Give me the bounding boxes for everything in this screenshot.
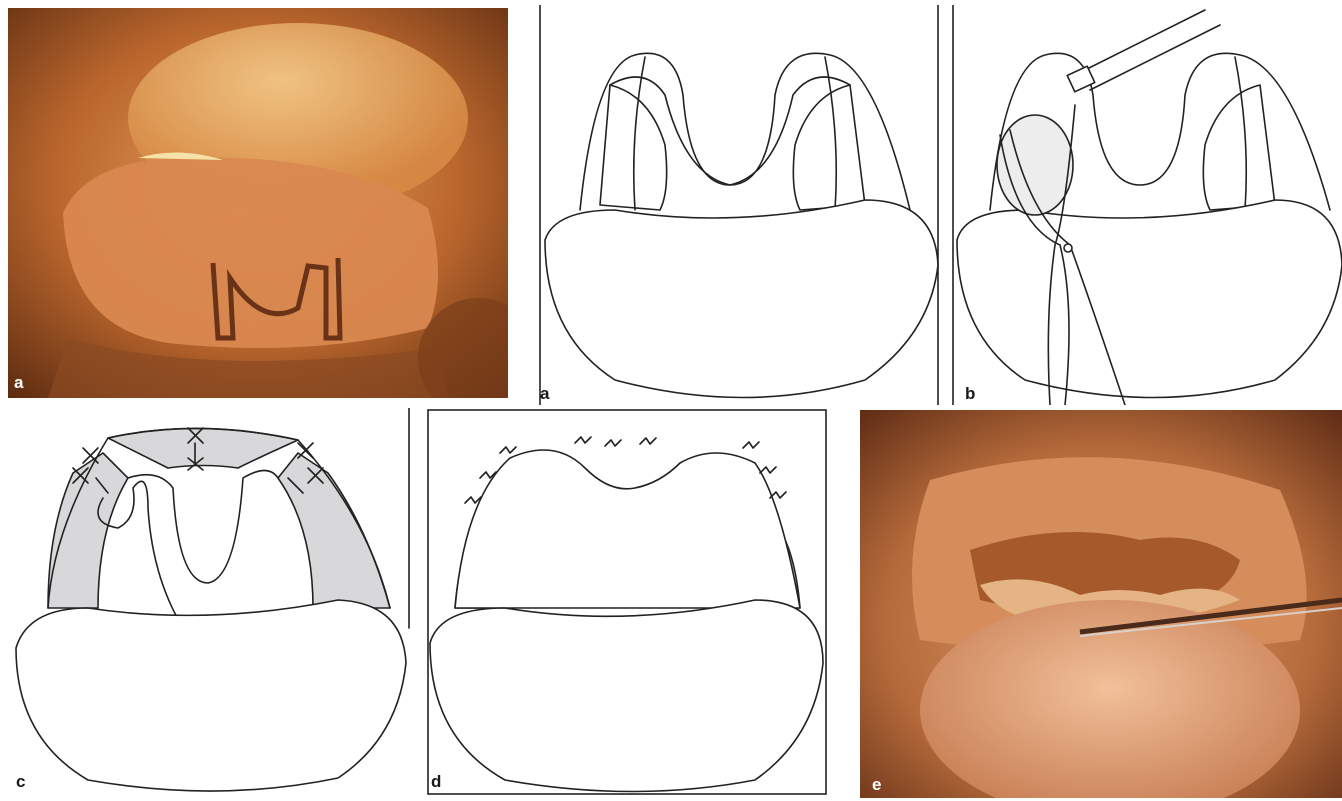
- instrument-tip: [1067, 66, 1095, 92]
- panel-drawing-c: c: [8, 408, 410, 798]
- panel-label-photo-e: e: [872, 776, 881, 793]
- photo-e-image: [860, 410, 1342, 798]
- drawing-d-illustration: [425, 408, 830, 798]
- uvula-edge: [128, 471, 278, 584]
- tongue: [16, 600, 406, 791]
- drawing-a-illustration: [535, 5, 945, 405]
- forceps-hinge: [1064, 244, 1072, 252]
- tongue: [957, 200, 1342, 398]
- panel-label-photo-a: a: [14, 374, 23, 391]
- panel-photo-a: a: [8, 8, 508, 398]
- panel-drawing-b: b: [945, 5, 1342, 405]
- panel-label-drawing-d: d: [431, 773, 441, 790]
- tongue: [430, 600, 823, 792]
- right-tonsil: [1203, 85, 1275, 210]
- drawing-b-illustration: [945, 5, 1342, 405]
- panel-drawing-d: d: [425, 408, 830, 798]
- soft-palate-edge: [610, 77, 850, 185]
- drawing-c-illustration: [8, 408, 410, 798]
- left-pillar-line: [634, 57, 645, 210]
- right-tonsil: [793, 85, 865, 210]
- shaded-left: [48, 453, 128, 608]
- palate-outline: [455, 450, 800, 608]
- panel-label-drawing-a: a: [540, 385, 549, 402]
- panel-label-drawing-c: c: [16, 773, 25, 790]
- right-pillar-line: [1235, 57, 1246, 210]
- tongue: [545, 200, 938, 398]
- panel-label-drawing-b: b: [965, 385, 975, 402]
- panel-photo-e: e: [860, 410, 1342, 798]
- panel-drawing-a: a: [535, 5, 945, 405]
- photo-a-image: [8, 8, 508, 398]
- shaded-right: [278, 453, 390, 608]
- right-pillar-line: [825, 57, 836, 210]
